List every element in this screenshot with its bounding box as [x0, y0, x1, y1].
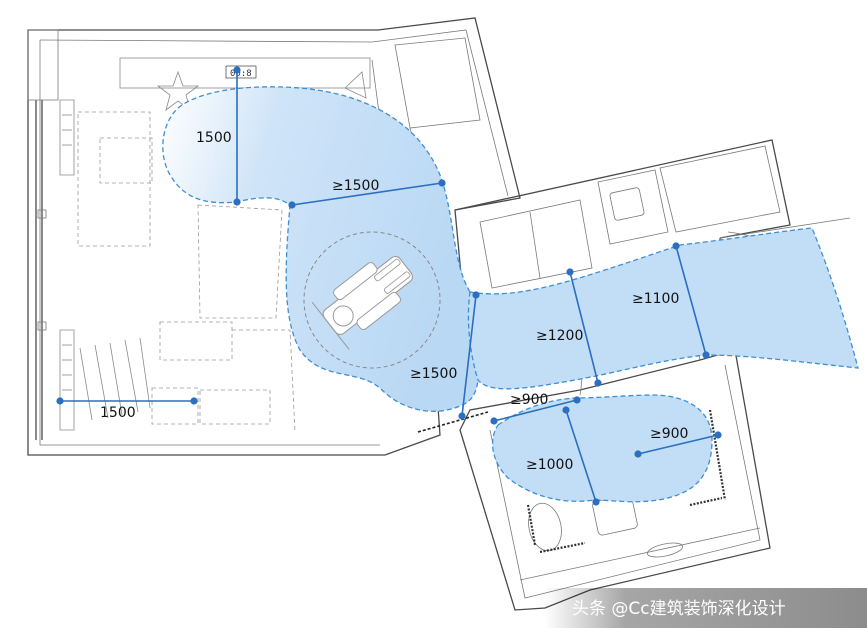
- dimensions: 1500 ≥1500 1500 ≥1500 ≥1200 ≥1100 ≥900: [56, 66, 722, 506]
- turning-circle: [303, 231, 441, 369]
- dimension-bedroom-diagonal: ≥1500: [332, 178, 379, 194]
- clock-tag: [225, 65, 257, 79]
- watermark-text: 头条 @Cc建筑装饰深化设计: [572, 599, 786, 619]
- wheelchair-icon: [311, 255, 413, 350]
- corridor-zone: [467, 227, 859, 390]
- dimension-corridor-left: ≥1500: [410, 366, 457, 382]
- bedroom-furniture: [59, 57, 371, 433]
- dimension-bath-right: ≥900: [650, 426, 688, 442]
- dimension-corridor-right: ≥1100: [632, 291, 679, 307]
- dimension-bath-door: ≥900: [510, 392, 548, 408]
- watermark: 头条 @Cc建筑装饰深化设计: [545, 588, 867, 628]
- dimension-bath-vertical: ≥1000: [526, 457, 573, 473]
- walls: [27, 17, 851, 611]
- dimension-window-side: 1500: [100, 405, 136, 421]
- accessible-zones: [162, 86, 859, 503]
- dimension-corridor-mid: ≥1200: [536, 328, 583, 344]
- bathroom-zone: [491, 394, 713, 503]
- clock-label: 00:8: [230, 69, 252, 79]
- dimension-bedroom-vertical: 1500: [196, 130, 232, 146]
- bedroom-turning-zone: [162, 86, 480, 412]
